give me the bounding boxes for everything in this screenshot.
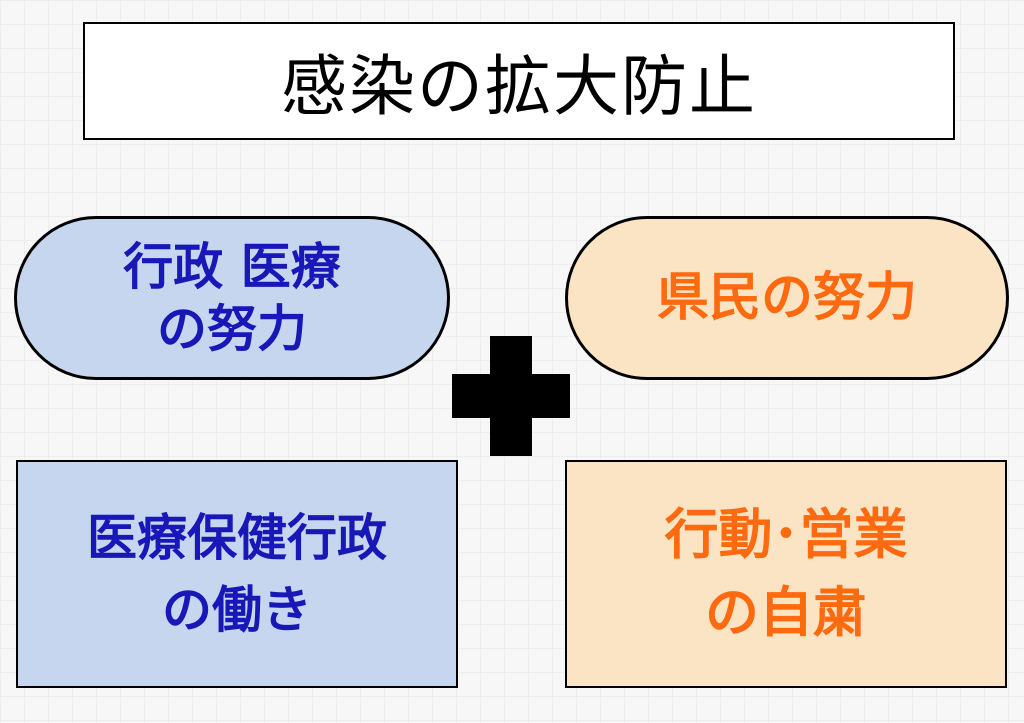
citizen-effort-node: 県民の努力 [565,216,1009,380]
medical-health-administration-node: 医療保健行政 の働き [16,460,458,688]
diagram-title: 感染の拡大防止 [281,48,757,125]
self-restraint-line2: の自粛 [705,581,867,644]
self-restraint-node: 行動･営業 の自粛 [565,460,1007,688]
citizen-effort-text: 県民の努力 [656,267,917,328]
government-medical-effort-line2: の努力 [156,300,307,358]
government-medical-effort-node: 行政 医療 の努力 [14,216,450,380]
plus-icon-horizontal-bar [452,374,570,418]
plus-icon [452,336,570,456]
self-restraint-text: 行動･営業 の自粛 [665,496,908,653]
self-restraint-line1: 行動･営業 [664,502,908,566]
medical-health-administration-line1: 医療保健行政 [87,508,387,567]
medical-health-administration-text: 医療保健行政 の働き [87,502,387,647]
government-medical-effort-line1: 行政 医療 [123,237,341,296]
medical-health-administration-line2: の働き [162,581,312,639]
title-box: 感染の拡大防止 [83,22,955,140]
government-medical-effort-text: 行政 医療 の努力 [123,236,340,361]
